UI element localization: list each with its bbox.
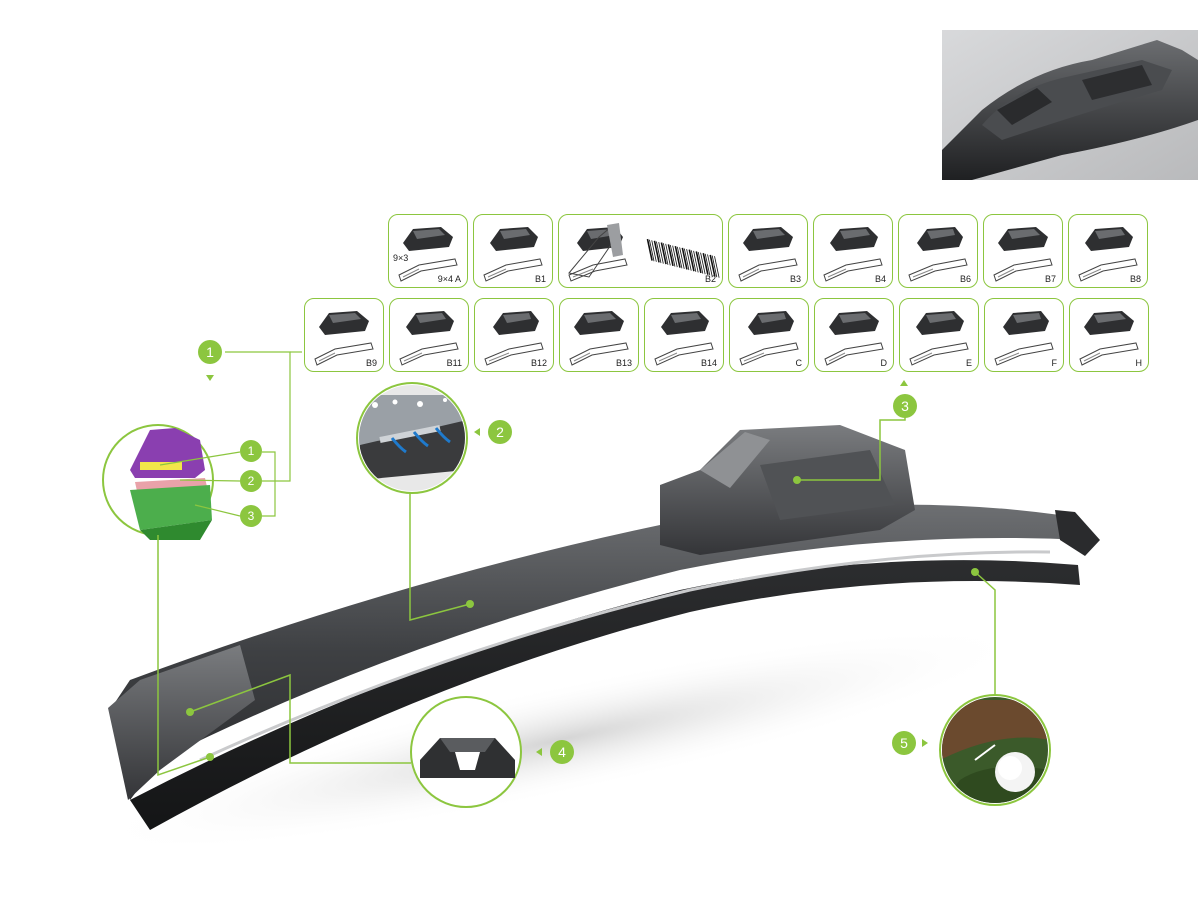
adapter-icon (994, 311, 1054, 366)
adapter-label: 9×4 A (437, 274, 461, 284)
arrow-right-icon (922, 739, 928, 747)
adapter-card-b12: B12 (474, 298, 554, 372)
adapter-icon (569, 311, 629, 366)
connector-closeup-photo (942, 30, 1198, 180)
adapter-icon (993, 227, 1053, 282)
blade-spoiler (110, 504, 1085, 800)
adapter-label: B14 (700, 358, 717, 368)
callout-badge-2: 2 (488, 420, 512, 444)
adapter-label: H (1135, 358, 1143, 368)
adapter-icon (568, 223, 720, 282)
adapter-icon (483, 227, 543, 282)
adapter-label: B11 (446, 358, 462, 368)
callout-badge-1: 1 (198, 340, 222, 364)
adapter-card-b2: B2 (558, 214, 723, 288)
adapter-label: B7 (1044, 274, 1056, 284)
adapter-icon (1078, 227, 1138, 282)
adapter-label: B4 (874, 274, 886, 284)
adapter-label: B1 (534, 274, 546, 284)
arrow-left-icon (474, 428, 480, 436)
adapter-label: B8 (1129, 274, 1141, 284)
adapter-sublabel: 9×3 (393, 253, 409, 263)
adapter-card-b3: B3 (728, 214, 808, 288)
adapter-label: B13 (615, 358, 632, 368)
adapter-icon (908, 227, 968, 282)
layer-badge-2: 2 (240, 470, 262, 492)
adapter-label: D (880, 358, 888, 368)
adapter-card-h: H (1069, 298, 1149, 372)
adapter-label: F (1051, 358, 1058, 368)
adapter-icon (484, 311, 544, 366)
adapter-card-c: C (729, 298, 809, 372)
adapter-card-b8: B8 (1068, 214, 1148, 288)
adapter-label: B9 (365, 358, 377, 368)
adapter-card-e: E (899, 298, 979, 372)
adapter-card-b7: B7 (983, 214, 1063, 288)
adapter-icon (398, 227, 458, 282)
adapter-icon (654, 311, 714, 366)
adapter-icon (738, 227, 798, 282)
water-spoiler-closeup (359, 385, 465, 491)
arrow-left-icon (536, 748, 542, 756)
adapter-icon (739, 311, 799, 366)
adapter-icon (824, 311, 884, 366)
arrow-up-icon (900, 380, 908, 386)
rubber-cross-section (130, 428, 212, 540)
adapter-card-b11: B11 (389, 298, 469, 372)
adapter-card-a: 9×4 A 9×3 (388, 214, 468, 288)
callout-badge-4: 4 (550, 740, 574, 764)
adapter-icon (399, 311, 459, 366)
arrow-down-icon (206, 375, 214, 381)
adapter-card-b9: B9 (304, 298, 384, 372)
adapter-icon (314, 311, 374, 366)
adapter-label: E (965, 358, 972, 368)
adapter-icon (823, 227, 883, 282)
adapter-card-d: D (814, 298, 894, 372)
adapter-card-b6: B6 (898, 214, 978, 288)
adapter-card-b4: B4 (813, 214, 893, 288)
adapter-label: B2 (704, 274, 716, 284)
layer-badge-1: 1 (240, 440, 262, 462)
adapter-icon (909, 311, 969, 366)
adapter-card-b14: B14 (644, 298, 724, 372)
adapter-label: B3 (789, 274, 801, 284)
adapter-label: B6 (959, 274, 971, 284)
adapter-label: C (795, 358, 803, 368)
adapter-icon (1079, 311, 1139, 366)
adapter-card-b1: B1 (473, 214, 553, 288)
adapter-label: B12 (530, 358, 547, 368)
callout-badge-3: 3 (893, 394, 917, 418)
end-cap-profile (420, 738, 515, 778)
adapter-card-b13: B13 (559, 298, 639, 372)
callout-badge-5: 5 (892, 731, 916, 755)
layer-badge-3: 3 (240, 505, 262, 527)
adapter-card-f: F (984, 298, 1064, 372)
